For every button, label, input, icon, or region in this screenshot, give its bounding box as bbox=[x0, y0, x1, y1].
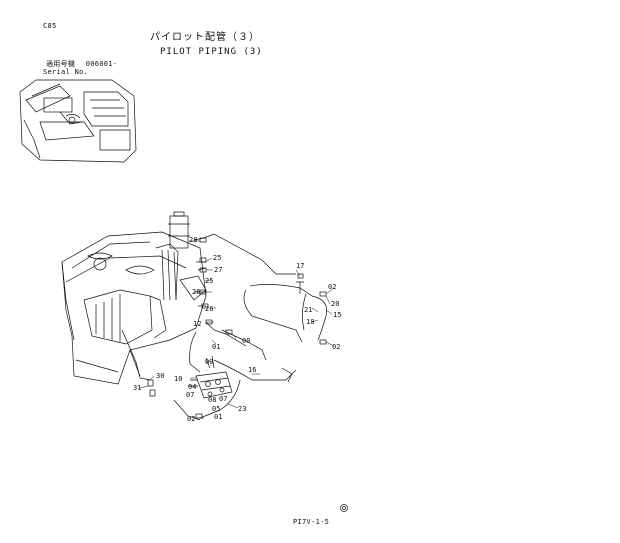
callout-07a: 07 bbox=[186, 391, 194, 399]
callout-08: 08 bbox=[208, 396, 216, 404]
callout-01b: 01 bbox=[214, 413, 222, 421]
callout-07b: 07 bbox=[219, 395, 227, 403]
machine-overview-thumbnail bbox=[19, 79, 137, 163]
serial-label: Serial No. bbox=[43, 68, 89, 76]
callout-28: 28 bbox=[189, 236, 197, 244]
applicable-value: 006001- bbox=[85, 60, 118, 68]
callout-05: 05 bbox=[212, 405, 220, 413]
callout-31: 31 bbox=[133, 384, 141, 392]
callout-26a: 26 bbox=[192, 288, 200, 296]
callout-20: 20 bbox=[331, 300, 339, 308]
callout-27: 27 bbox=[214, 266, 222, 274]
callout-09: 09 bbox=[205, 358, 213, 366]
callout-02b: 02 bbox=[332, 343, 340, 351]
callout-10: 10 bbox=[174, 375, 182, 383]
callout-numbers: 28 25 27 25 26 26 12 17 02 20 21 15 18 0… bbox=[133, 236, 341, 423]
callout-02c: 02 bbox=[187, 415, 195, 423]
callout-21: 21 bbox=[304, 306, 312, 314]
applicable-label: 適用号機 006001- bbox=[46, 60, 117, 68]
callout-00: 00 bbox=[242, 337, 250, 345]
callout-18: 18 bbox=[306, 318, 314, 326]
callout-12: 12 bbox=[193, 320, 201, 328]
engine-block bbox=[61, 231, 207, 385]
valve-cluster bbox=[188, 355, 233, 399]
callout-26b: 26 bbox=[205, 305, 213, 313]
leader-lines bbox=[139, 240, 335, 419]
callout-23: 23 bbox=[238, 405, 246, 413]
callout-04: 04 bbox=[188, 383, 196, 391]
title-english: PILOT PIPING (3) bbox=[160, 47, 263, 57]
callout-17: 17 bbox=[296, 262, 304, 270]
callout-02a: 02 bbox=[328, 283, 336, 291]
registered-mark-icon bbox=[340, 504, 348, 512]
applicable-label-jp: 適用号機 bbox=[46, 60, 76, 68]
model-code: C85 bbox=[43, 22, 57, 30]
callout-15: 15 bbox=[333, 311, 341, 319]
callout-25b: 25 bbox=[205, 277, 213, 285]
title-japanese: パイロット配管（３） bbox=[150, 32, 260, 43]
callout-25a: 25 bbox=[213, 254, 221, 262]
page-code: PI7V-1-5 bbox=[293, 518, 330, 526]
callout-30: 30 bbox=[156, 372, 164, 380]
callout-01a: 01 bbox=[212, 343, 220, 351]
callout-16: 16 bbox=[248, 366, 256, 374]
pilot-filter bbox=[168, 211, 190, 249]
